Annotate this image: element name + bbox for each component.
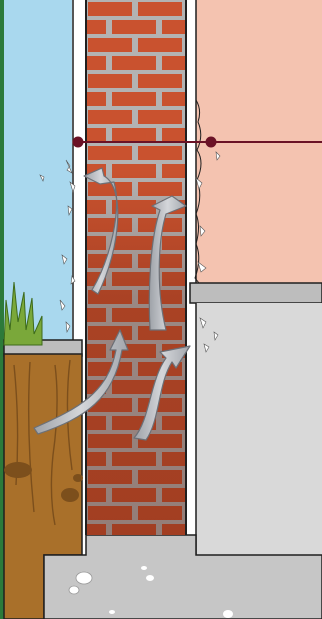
floor-slab (190, 283, 322, 555)
damp-marker-exterior (73, 137, 84, 148)
damp-marker-interior (206, 137, 217, 148)
exterior-render (72, 0, 86, 340)
brick-wall (86, 0, 186, 535)
